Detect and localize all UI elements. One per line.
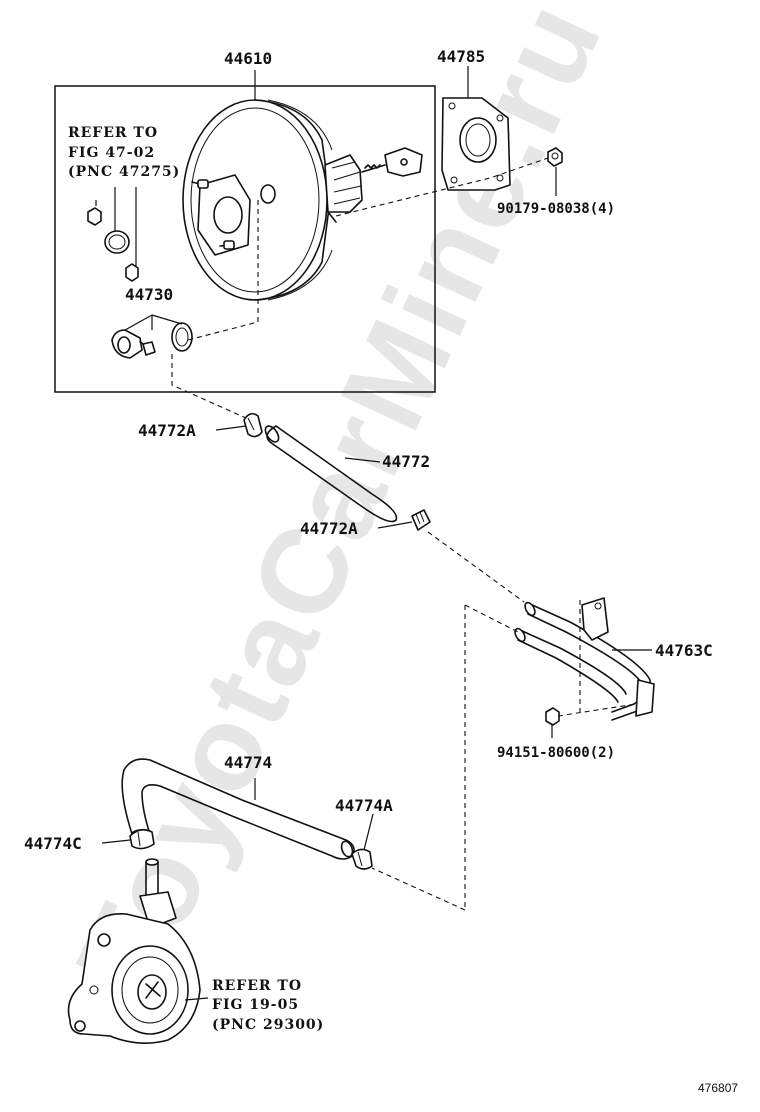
vacuum-pipe[interactable]	[513, 597, 655, 721]
label-44774: 44774	[224, 753, 272, 772]
label-44774a: 44774A	[335, 796, 393, 815]
leader-lines	[95, 66, 652, 1001]
label-44774c: 44774C	[24, 834, 82, 853]
booster-assembly-box	[54, 85, 436, 393]
label-44772a-middle: 44772A	[300, 519, 358, 538]
label-90179-08038: 90179-08038(4)	[497, 201, 615, 217]
figure-number: 476807	[698, 1081, 738, 1095]
label-94151-80600: 94151-80600(2)	[497, 745, 615, 761]
assembly-dash-lines	[171, 157, 637, 911]
refer-upper-line1: REFER TO	[68, 125, 158, 141]
booster-gasket[interactable]	[441, 97, 511, 191]
reservoir-grommet-set[interactable]	[87, 207, 139, 282]
label-44785: 44785	[437, 47, 485, 66]
refer-lower-line2: FIG 19-05	[212, 997, 299, 1013]
brake-booster[interactable]	[182, 99, 423, 301]
hose-clamp-lower-left[interactable]	[129, 828, 155, 850]
pipe-bolt[interactable]	[545, 707, 560, 726]
label-44610: 44610	[224, 49, 272, 68]
vacuum-hose-upper[interactable]	[263, 424, 398, 523]
hose-clamp-lower-right[interactable]	[351, 848, 373, 870]
refer-upper-line3: (PNC 47275)	[68, 164, 180, 180]
label-44763c: 44763C	[655, 641, 713, 660]
refer-lower-line1: REFER TO	[212, 978, 302, 994]
refer-upper-line2: FIG 47-02	[68, 145, 155, 161]
label-44772: 44772	[382, 452, 430, 471]
check-valve[interactable]	[111, 322, 193, 359]
flange-nut[interactable]	[547, 147, 563, 167]
hose-clamp-upper[interactable]	[243, 412, 263, 438]
refer-lower-line3: (PNC 29300)	[212, 1017, 324, 1033]
hose-clamp-middle[interactable]	[411, 509, 431, 531]
label-44730: 44730	[125, 285, 173, 304]
vacuum-pump[interactable]	[67, 858, 201, 1044]
label-44772a-upper: 44772A	[138, 421, 196, 440]
